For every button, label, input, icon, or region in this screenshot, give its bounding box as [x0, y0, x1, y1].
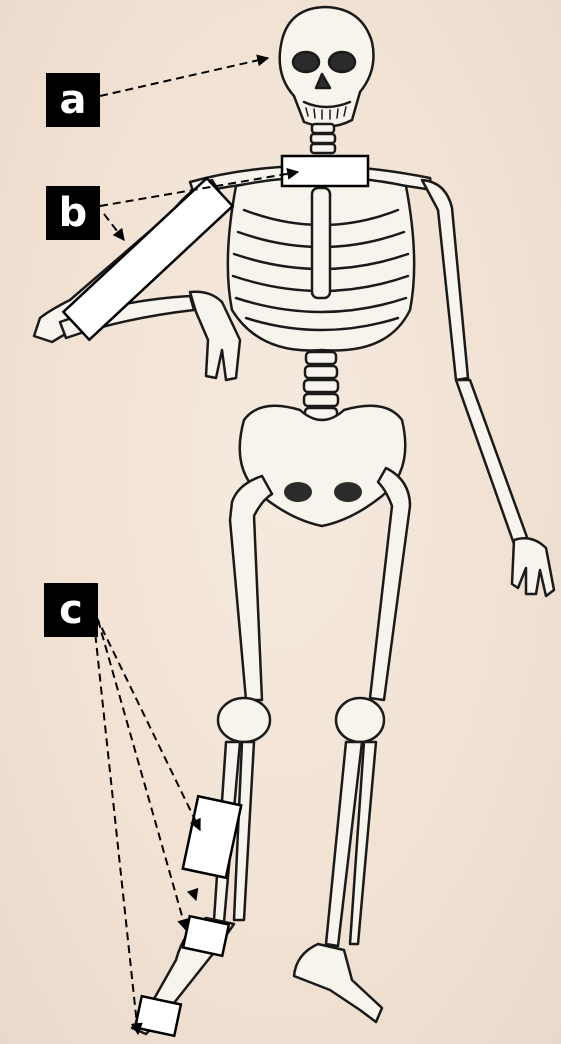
- lumbar-spine: [304, 352, 338, 420]
- arrow-c-extra: [100, 612, 196, 900]
- rib-cage: [228, 177, 414, 351]
- answer-box-tibia[interactable]: [183, 796, 241, 878]
- label-b: b: [46, 186, 100, 240]
- arrow-b-humerus: [104, 214, 124, 240]
- label-c: c: [44, 583, 98, 637]
- skull: [280, 7, 374, 127]
- answer-box-toes[interactable]: [135, 996, 181, 1036]
- label-a: a: [46, 73, 100, 127]
- answer-box-ankle[interactable]: [183, 916, 229, 956]
- cervical-spine: [311, 124, 335, 153]
- arm-hanging: [422, 180, 554, 596]
- answer-box-clavicle[interactable]: [282, 156, 368, 186]
- obturator-left: [284, 482, 312, 502]
- pelvis: [240, 406, 406, 526]
- obturator-right: [334, 482, 362, 502]
- leg-right-side: [294, 468, 410, 1022]
- arrow-a-skull: [100, 58, 268, 96]
